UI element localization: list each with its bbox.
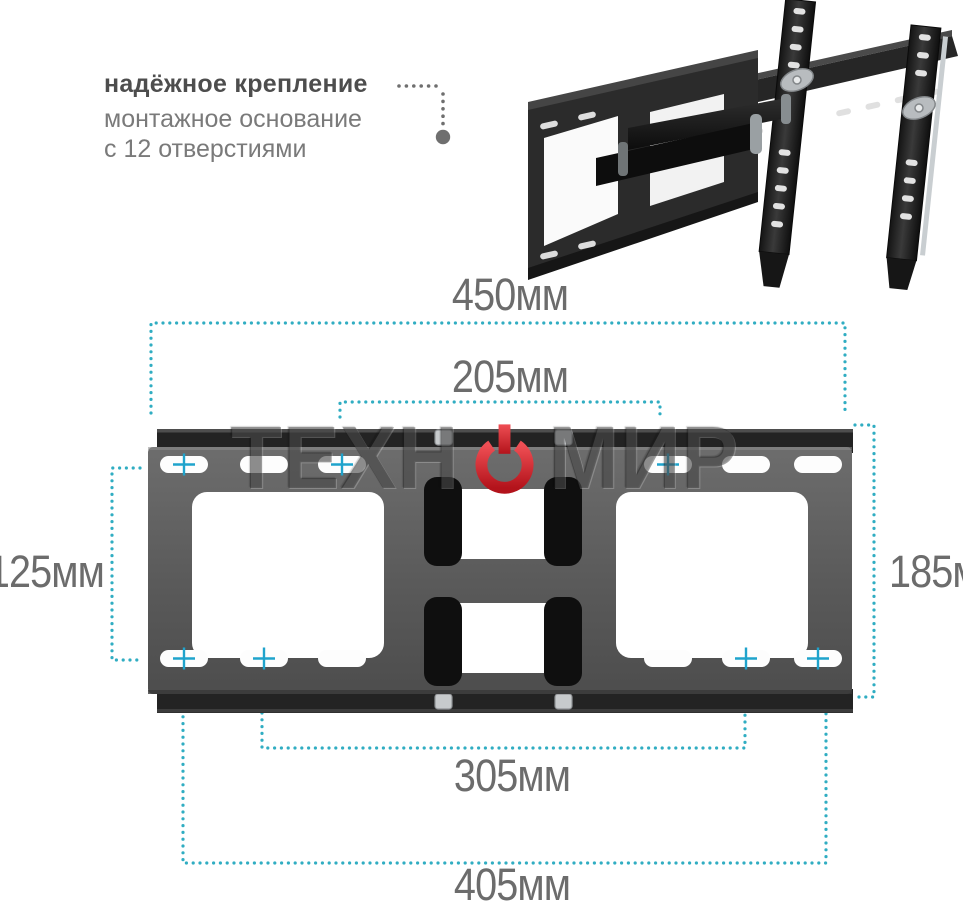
dim-line-305 xyxy=(260,711,747,750)
dim-label-right-height: 185мм xyxy=(889,546,963,597)
center-bottom-cutout xyxy=(450,603,556,673)
tilt-knobs xyxy=(780,68,936,120)
dim-label-lower-hole-span: 305мм xyxy=(453,750,571,801)
dim-line-205 xyxy=(338,400,662,419)
tv-rail-right xyxy=(886,24,949,290)
flange-nuts xyxy=(434,429,573,710)
dim-line-405 xyxy=(181,708,828,865)
right-cutout xyxy=(616,492,808,658)
dim-label-bottom-width: 405мм xyxy=(453,859,571,904)
dim-label-left-hole-span: 125мм xyxy=(0,546,105,597)
callout-subtitle-line2: с 12 отверстиями xyxy=(104,135,307,163)
dimension-lines xyxy=(110,321,876,865)
spacer-rollers xyxy=(424,477,582,686)
callout-leader-line xyxy=(397,84,451,145)
articulating-arms xyxy=(596,94,791,186)
callout: надёжное крепление монтажное основание с… xyxy=(104,70,368,164)
product-photo xyxy=(528,0,958,290)
left-cutout xyxy=(192,492,384,658)
leader-end-dot xyxy=(435,129,451,145)
dim-line-185 xyxy=(853,423,876,699)
center-top-cutout xyxy=(450,489,556,559)
callout-title: надёжное крепление xyxy=(104,70,368,98)
dim-line-450 xyxy=(149,321,847,415)
dim-label-upper-hole-span: 205мм xyxy=(451,351,569,402)
crosshair-marks xyxy=(173,453,829,670)
callout-subtitle-line1: монтажное основание xyxy=(104,105,362,133)
dim-label-top-width: 450мм xyxy=(451,269,569,320)
wall-plate-drawing xyxy=(148,429,853,713)
dim-line-125 xyxy=(110,466,142,662)
tv-rail-left xyxy=(758,0,817,288)
